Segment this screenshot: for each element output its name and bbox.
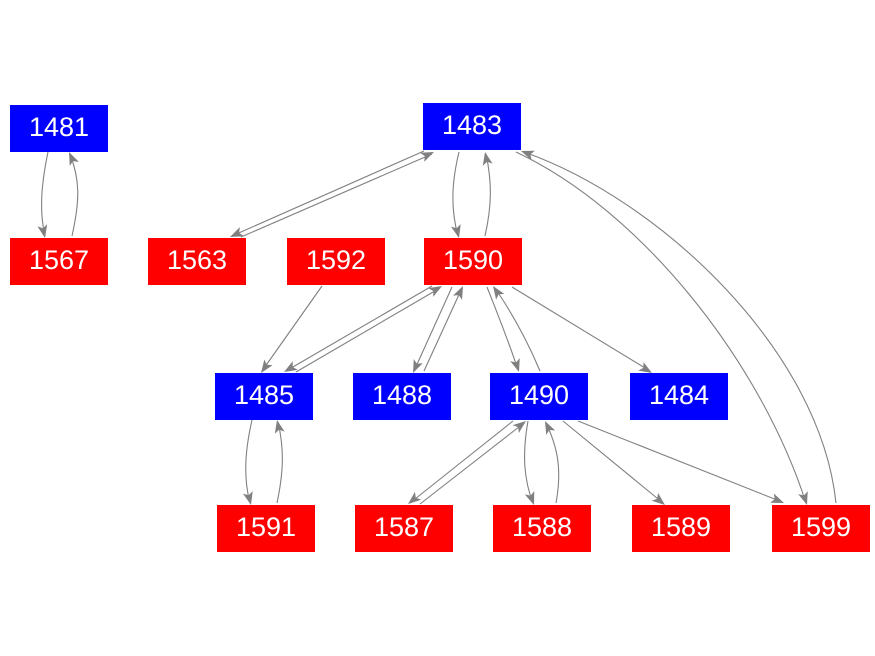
node-label: 1485	[233, 380, 295, 410]
graph-node-1591[interactable]: 1591	[217, 505, 315, 552]
graph-edge	[69, 152, 79, 237]
graph-edge	[562, 420, 665, 505]
edge-arrowhead	[284, 361, 298, 372]
edge-arrowhead	[420, 152, 434, 162]
edge-arrowhead	[510, 358, 520, 372]
graph-edge	[521, 150, 837, 504]
graph-edge	[37, 151, 49, 238]
graph-edge	[408, 420, 514, 504]
graph-node-1599[interactable]: 1599	[772, 505, 870, 552]
graph-edge	[240, 152, 434, 238]
graph-edge	[524, 420, 535, 505]
graph-node-1563[interactable]: 1563	[148, 238, 246, 285]
node-label: 1591	[235, 512, 297, 542]
node-label: 1481	[28, 112, 90, 142]
graph-node-1592[interactable]: 1592	[287, 238, 385, 285]
edge-arrowhead	[770, 493, 784, 503]
node-label: 1563	[166, 245, 228, 275]
edge-arrowhead	[274, 420, 285, 434]
graph-node-1587[interactable]: 1587	[355, 505, 453, 552]
edge-arrowhead	[37, 224, 48, 238]
edge-arrowhead	[638, 362, 652, 373]
graph-edge	[515, 151, 808, 505]
edge-arrowhead	[408, 491, 422, 504]
graph-node-1588[interactable]: 1588	[493, 505, 591, 552]
graph-edge	[295, 286, 442, 373]
graph-node-1567[interactable]: 1567	[10, 238, 108, 285]
graph-edge	[577, 420, 784, 503]
graph-node-1488[interactable]: 1488	[353, 373, 451, 420]
graph-edge	[284, 285, 433, 372]
node-label: 1567	[28, 245, 90, 275]
graph-edge	[493, 286, 541, 372]
edge-arrowhead	[798, 491, 808, 505]
node-label: 1587	[373, 512, 435, 542]
edge-arrowhead	[451, 224, 461, 238]
graph-node-1490[interactable]: 1490	[490, 373, 588, 420]
edge-arrowhead	[545, 421, 556, 435]
graph-edge	[413, 286, 453, 373]
graph-edge	[230, 150, 425, 237]
node-label: 1490	[508, 380, 570, 410]
graph-edge	[486, 286, 520, 372]
edge-arrowhead	[482, 152, 493, 166]
edge-arrowhead	[493, 286, 505, 300]
edge-arrowhead	[413, 359, 423, 373]
edge-arrowhead	[428, 286, 442, 297]
edge-arrowhead	[69, 152, 79, 166]
node-label: 1484	[648, 380, 710, 410]
edge-arrowhead	[243, 491, 253, 505]
graph-edge	[511, 286, 652, 373]
graph-node-1481[interactable]: 1481	[10, 105, 108, 152]
node-label: 1488	[371, 380, 433, 410]
edge-arrowhead	[521, 150, 535, 161]
edge-arrowhead	[261, 359, 273, 373]
node-label: 1599	[790, 512, 852, 542]
graph-node-1483[interactable]: 1483	[423, 103, 521, 150]
graph-edge	[274, 420, 285, 504]
graph-edge	[243, 419, 253, 505]
graph-node-1589[interactable]: 1589	[632, 505, 730, 552]
graph-edge	[545, 421, 560, 504]
graph-edge	[261, 285, 323, 373]
graph-edge	[482, 152, 493, 237]
node-label: 1590	[442, 245, 504, 275]
edge-arrowhead	[651, 492, 665, 505]
graph-node-1484[interactable]: 1484	[630, 373, 728, 420]
edge-arrowhead	[512, 421, 526, 433]
edge-arrowhead	[524, 491, 535, 505]
graph-edge	[419, 421, 526, 505]
edge-arrowhead	[230, 227, 244, 237]
graph-node-1485[interactable]: 1485	[215, 373, 313, 420]
node-label: 1588	[511, 512, 573, 542]
graph-node-1590[interactable]: 1590	[424, 238, 522, 285]
edge-arrowhead	[452, 286, 463, 300]
node-label: 1592	[305, 245, 367, 275]
graph-edge	[423, 286, 463, 372]
node-label: 1483	[441, 110, 503, 140]
graph-edge	[451, 151, 461, 238]
node-label: 1589	[650, 512, 712, 542]
